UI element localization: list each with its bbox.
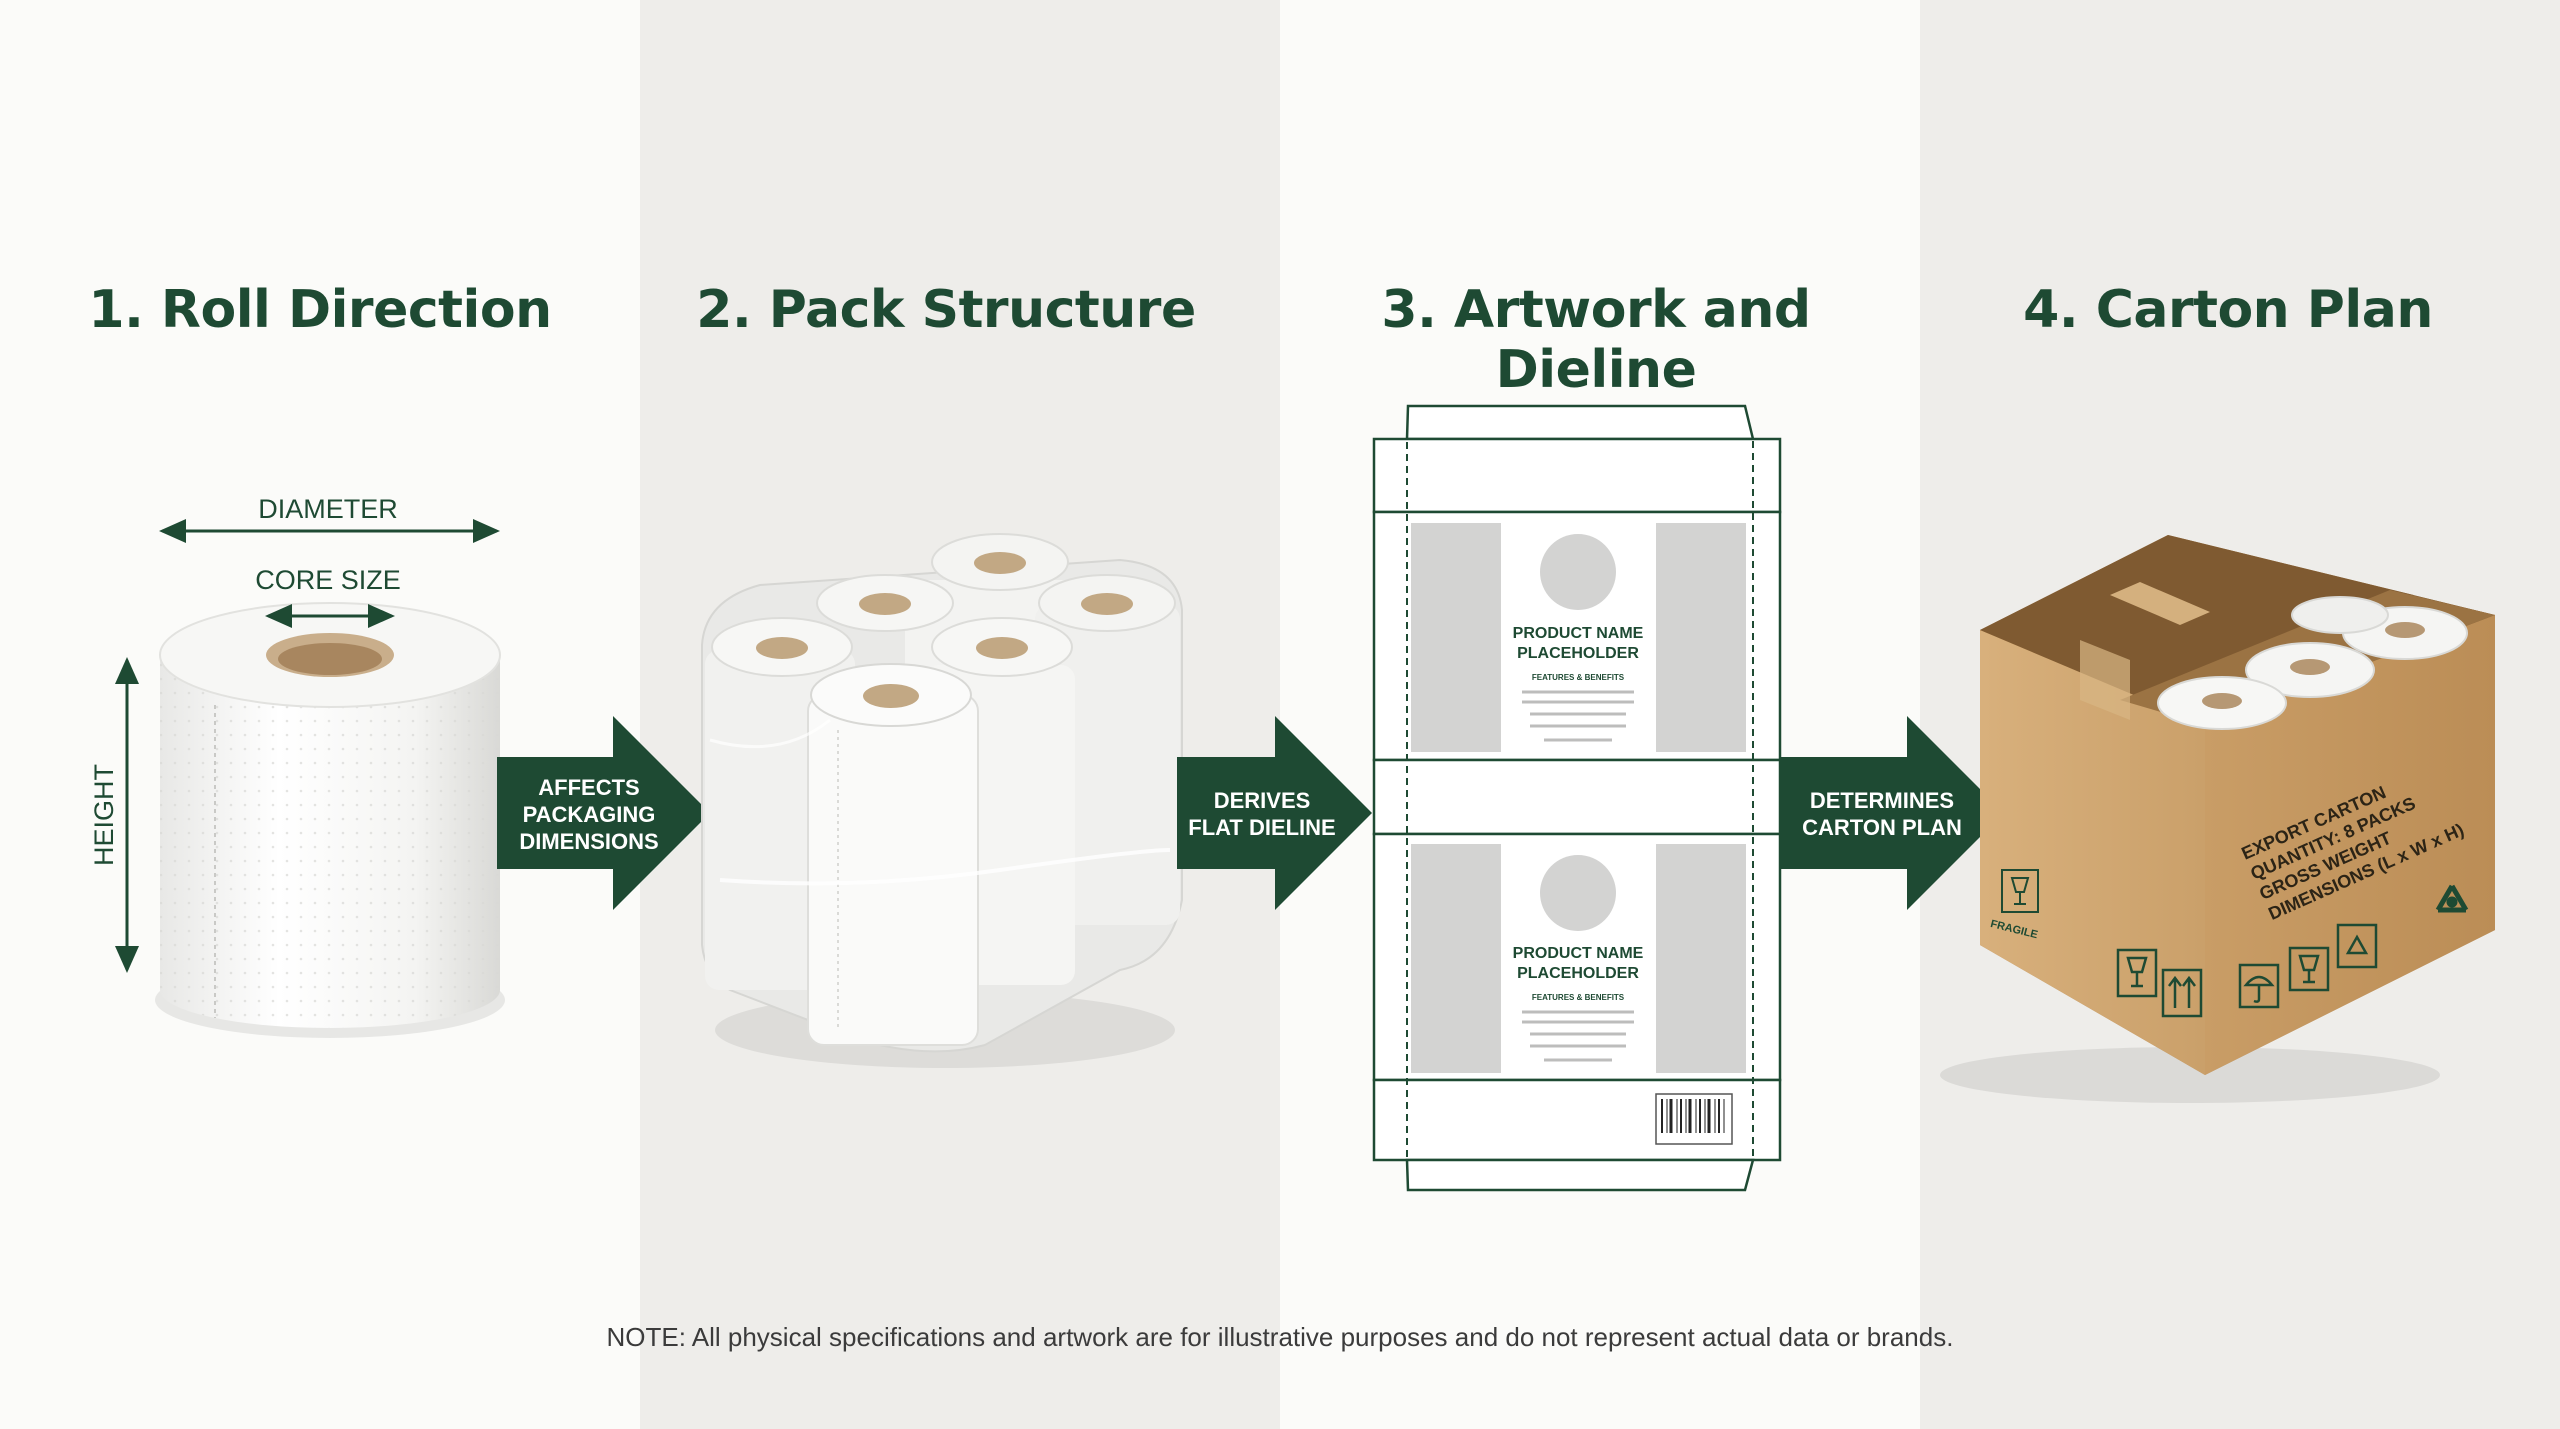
glass-icon xyxy=(2288,946,2330,992)
dieline-front-panel-top: PRODUCT NAME PLACEHOLDER FEATURES & BENE… xyxy=(1411,523,1746,752)
core-size-label: CORE SIZE xyxy=(255,565,401,595)
flow-arrow-3-line-1: DETERMINES xyxy=(1810,788,1954,813)
flow-arrow-1-line-1: AFFECTS xyxy=(538,775,639,800)
product-name-line-2-top: PLACEHOLDER xyxy=(1517,645,1639,662)
step-1-title: 1. Roll Direction xyxy=(88,280,552,340)
height-label: HEIGHT xyxy=(89,764,119,866)
product-name-line-2-bottom: PLACEHOLDER xyxy=(1517,965,1639,982)
barcode-icon xyxy=(1655,1093,1733,1145)
step-3-title: 3. Artwork and Dieline xyxy=(1381,280,1811,400)
flow-arrow-2: DERIVES FLAT DIELINE xyxy=(1177,716,1372,910)
this-way-up-icon xyxy=(2161,968,2203,1018)
features-label-top: FEATURES & BENEFITS xyxy=(1532,673,1625,682)
recycle-icon xyxy=(2435,884,2469,913)
umbrella-icon xyxy=(2238,963,2280,1009)
toilet-roll-illustration xyxy=(155,602,505,1038)
step-2-title: 2. Pack Structure xyxy=(696,280,1196,340)
six-roll-pack-illustration xyxy=(701,533,1183,1068)
flow-arrow-3-line-2: CARTON PLAN xyxy=(1802,815,1962,840)
flow-arrow-1-line-3: DIMENSIONS xyxy=(519,829,658,854)
glass-icon-front xyxy=(2116,948,2158,998)
disclaimer-note: NOTE: All physical specifications and ar… xyxy=(606,1322,1954,1352)
dieline-fold-lines xyxy=(1374,438,1780,1161)
flow-arrow-1: AFFECTS PACKAGING DIMENSIONS xyxy=(497,716,710,910)
dieline-front-panel-bottom: PRODUCT NAME PLACEHOLDER FEATURES & BENE… xyxy=(1411,844,1746,1073)
recycle-small-icon xyxy=(2336,923,2378,969)
product-name-line-1-top: PRODUCT NAME xyxy=(1513,625,1644,642)
handling-icons xyxy=(2116,923,2378,1018)
product-name-line-1-bottom: PRODUCT NAME xyxy=(1513,945,1644,962)
flow-arrow-1-line-2: PACKAGING xyxy=(523,802,656,827)
features-label-bottom: FEATURES & BENEFITS xyxy=(1532,993,1625,1002)
carton-roll-stack xyxy=(2157,596,2468,730)
flow-arrow-2-line-2: FLAT DIELINE xyxy=(1188,815,1335,840)
flow-arrow-2-line-1: DERIVES xyxy=(1214,788,1311,813)
step-4-title: 4. Carton Plan xyxy=(2023,280,2433,340)
export-carton-illustration xyxy=(1940,535,2495,1103)
flow-arrow-3: DETERMINES CARTON PLAN xyxy=(1780,716,2004,910)
diameter-label: DIAMETER xyxy=(258,494,398,524)
